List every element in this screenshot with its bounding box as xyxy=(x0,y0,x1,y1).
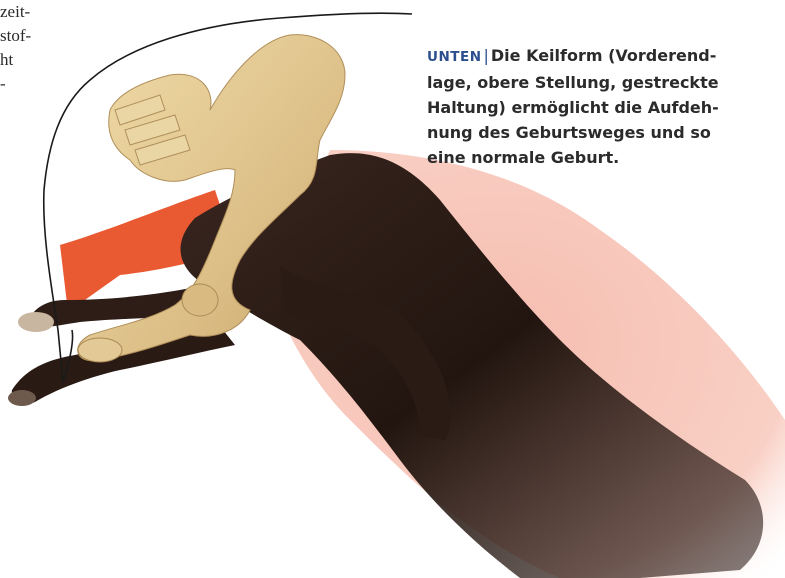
caption-label: UNTEN xyxy=(427,49,482,65)
caption-line: Haltung) ermöglicht die Aufdeh- xyxy=(427,95,772,120)
body-text-line: stof- xyxy=(0,24,31,48)
caption-separator: | xyxy=(482,46,491,65)
caption-line: Die Keilform (Vorderend- xyxy=(491,46,716,65)
body-text-fragment: zeit- stof- ht - xyxy=(0,0,31,96)
figure-caption: UNTEN|Die Keilform (Vorderend- lage, obe… xyxy=(427,43,772,170)
caption-line: lage, obere Stellung, gestreckte xyxy=(427,70,772,95)
pelvis-tuber xyxy=(78,338,122,362)
caption-line: eine normale Geburt. xyxy=(427,145,772,170)
body-text-line: ht xyxy=(0,48,31,72)
caption-line-first: UNTEN|Die Keilform (Vorderend- xyxy=(427,43,772,70)
foal-hoof-lower xyxy=(8,390,36,406)
hip-socket xyxy=(182,284,218,316)
caption-line: nung des Geburtsweges und so xyxy=(427,120,772,145)
body-text-line: zeit- xyxy=(0,0,31,24)
foal-hoof-upper xyxy=(18,312,54,332)
body-text-line: - xyxy=(0,72,31,96)
